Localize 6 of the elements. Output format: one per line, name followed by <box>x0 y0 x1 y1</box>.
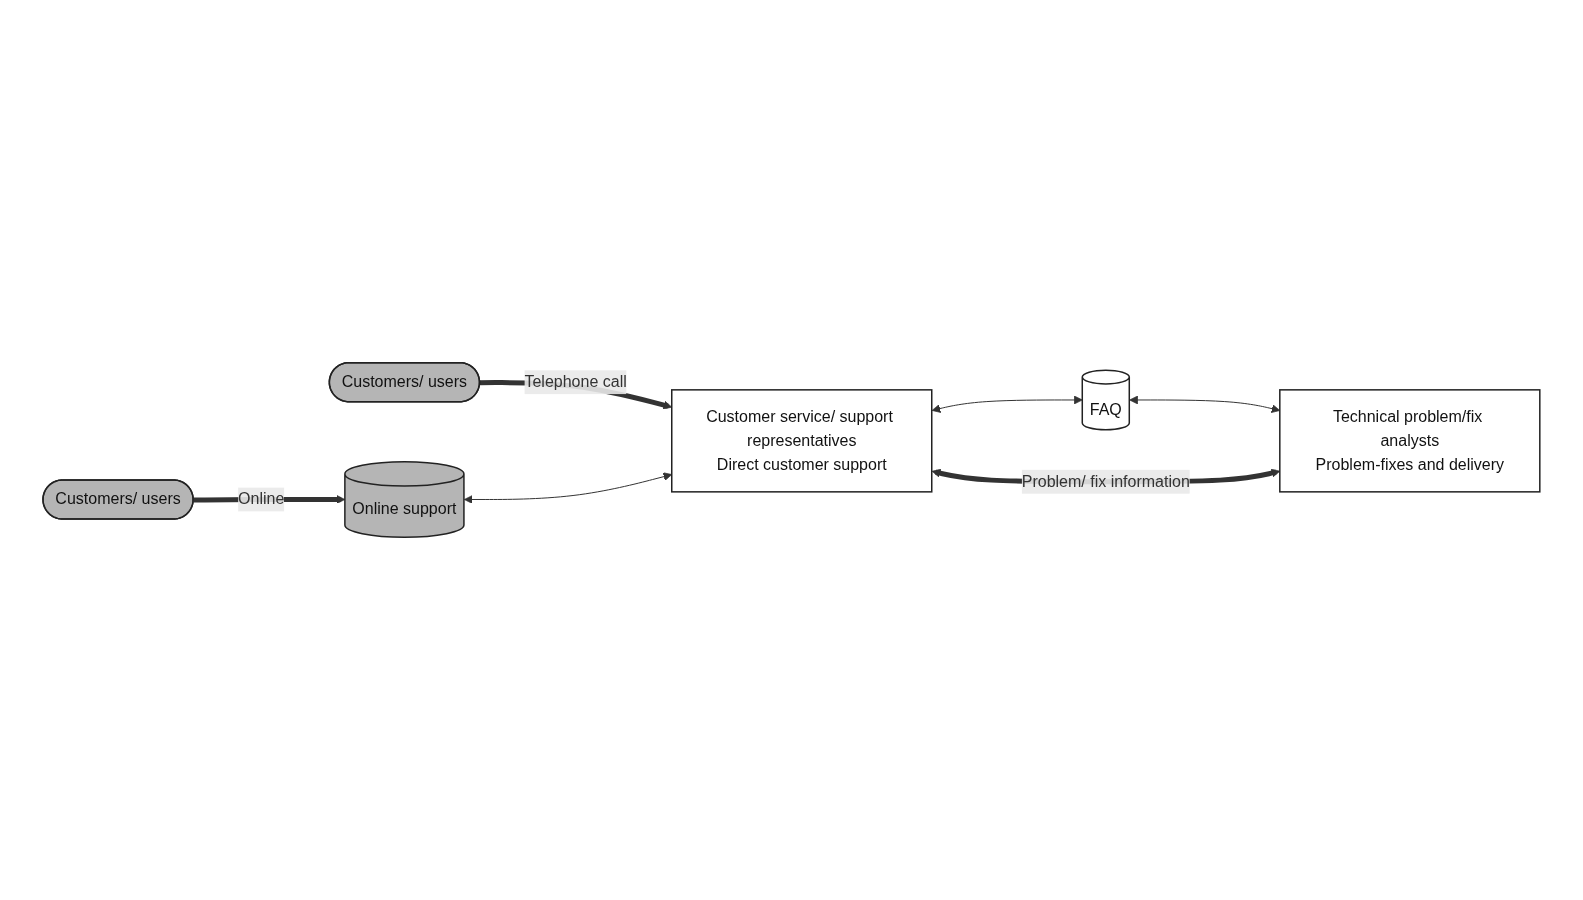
arrow <box>931 395 1083 413</box>
edge-label: Problem/ fix information <box>1021 472 1190 490</box>
node-box: Technical problem/fix analysts Problem-fixes and delivery <box>1279 389 1541 493</box>
edge-label: Online <box>238 490 285 508</box>
node-box: Customer service/ support representatives Direct customer support <box>671 389 933 493</box>
edge-label: Telephone call <box>524 373 627 391</box>
